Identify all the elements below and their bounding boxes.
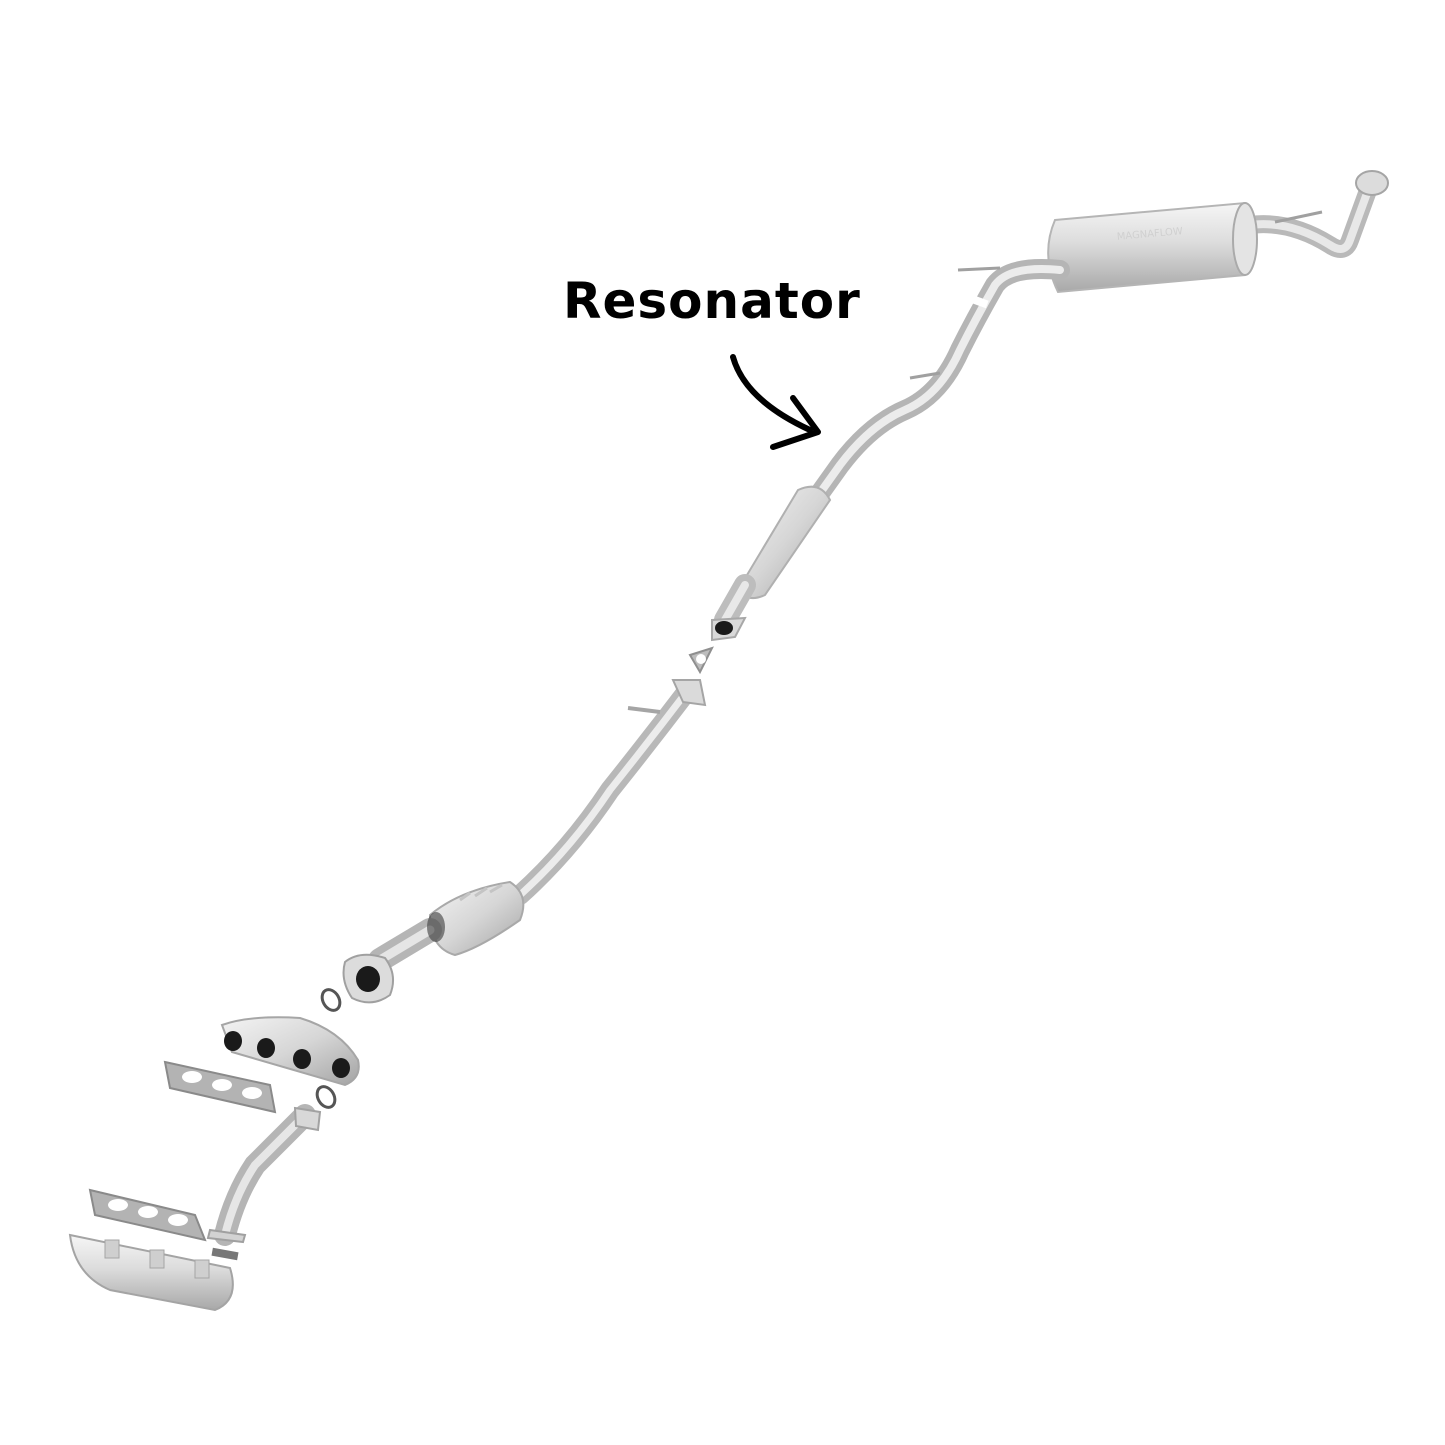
pipe-flange bbox=[293, 1106, 322, 1132]
flange-gasket bbox=[688, 646, 714, 675]
donut-gasket bbox=[211, 1247, 239, 1261]
hanger-rod bbox=[957, 266, 1001, 272]
manifold-gasket-rear bbox=[88, 1188, 207, 1242]
curved-arrow-icon bbox=[730, 354, 821, 450]
resonator-label: Resonator bbox=[563, 272, 861, 330]
catalytic-converter bbox=[342, 880, 525, 1004]
donut-gasket bbox=[315, 1085, 337, 1109]
over-axle-pipe bbox=[805, 259, 1070, 510]
donut-gasket bbox=[320, 988, 342, 1012]
exhaust-manifold-rear bbox=[68, 1233, 234, 1312]
pipe-flange bbox=[206, 1228, 247, 1244]
manifold-gasket-front bbox=[163, 1060, 277, 1114]
tailpipe-tip bbox=[1355, 170, 1389, 196]
intermediate-pipe bbox=[510, 679, 707, 905]
rear-muffler: MAGNAFLOW bbox=[1047, 170, 1389, 294]
exhaust-manifold-front bbox=[220, 1016, 360, 1087]
hanger-rod bbox=[909, 371, 941, 380]
pipe-opening bbox=[715, 621, 733, 635]
hanger-rod bbox=[1274, 210, 1323, 224]
crossover-pipe bbox=[206, 1104, 322, 1246]
pipe-opening bbox=[356, 966, 380, 992]
pipe-flange bbox=[671, 679, 707, 707]
resonator bbox=[711, 485, 832, 642]
hanger-rod bbox=[627, 706, 661, 714]
